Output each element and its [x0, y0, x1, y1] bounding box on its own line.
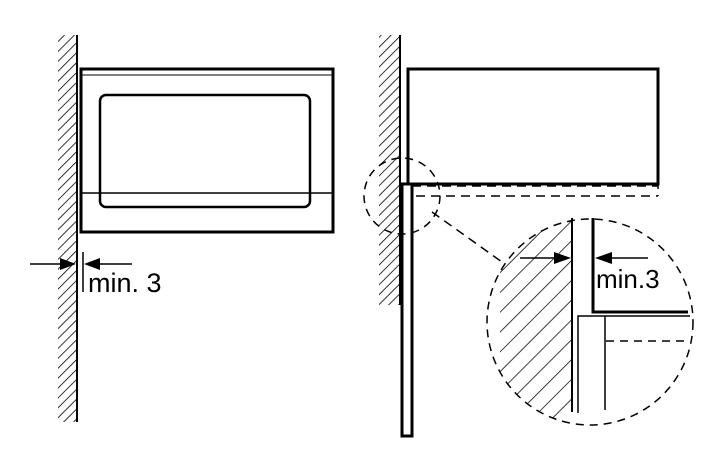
- detail-circle: [486, 218, 694, 426]
- detail-marker-circle: [363, 157, 441, 235]
- cabinet-side-panel: [400, 182, 414, 438]
- detail-dimension-label: min.3: [596, 264, 660, 294]
- cabinet-body: [406, 67, 660, 186]
- detail-arrow-left: [595, 252, 648, 264]
- right-wall-hatch: [379, 35, 400, 305]
- left-dimension-label: min. 3: [88, 268, 162, 298]
- detail-cabinet-corner: [591, 218, 688, 314]
- microwave-window: [98, 93, 312, 209]
- detail-panel: [577, 315, 690, 413]
- dimension-arrow-right: [30, 258, 76, 270]
- left-view: min. 3: [30, 35, 335, 422]
- right-view: min.3: [363, 35, 694, 438]
- hidden-shelf-lines: [412, 185, 659, 197]
- detail-view: min.3: [486, 218, 694, 426]
- detail-wall-hatch: [500, 219, 572, 418]
- microwave-front: [79, 67, 335, 234]
- detail-leader-line: [431, 211, 503, 263]
- left-wall-hatch: [58, 35, 77, 422]
- dimension-arrow-left: [84, 258, 132, 270]
- detail-arrow-right: [520, 252, 571, 264]
